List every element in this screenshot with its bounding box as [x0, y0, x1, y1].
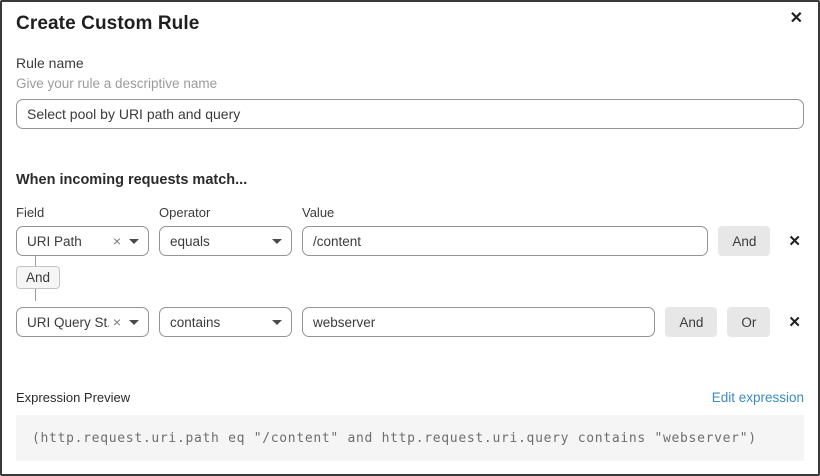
- field-column-label: Field: [16, 205, 45, 220]
- remove-row-icon[interactable]: ✕: [788, 313, 801, 331]
- clear-selection-icon[interactable]: ×: [112, 233, 121, 249]
- builder-column-labels: Field Operator Value: [16, 205, 804, 220]
- chevron-down-icon: [272, 319, 282, 325]
- edit-expression-link[interactable]: Edit expression: [711, 390, 804, 405]
- value-column-label: Value: [302, 205, 335, 220]
- operator-select[interactable]: equals: [159, 226, 292, 256]
- dialog-title: Create Custom Rule: [16, 13, 200, 34]
- builder-row: URI Query St... × contains And Or ✕: [16, 307, 804, 337]
- expression-code-block: (http.request.uri.path eq "/content" and…: [16, 415, 804, 461]
- field-select[interactable]: URI Query St... ×: [16, 307, 149, 337]
- close-icon[interactable]: ✕: [789, 10, 803, 27]
- expression-preview-label: Expression Preview: [16, 390, 131, 405]
- field-select-value: URI Query St...: [27, 314, 109, 330]
- rule-name-input[interactable]: [16, 99, 804, 129]
- field-select-value: URI Path: [27, 233, 82, 249]
- value-input[interactable]: [302, 307, 656, 337]
- expression-preview-header: Expression Preview Edit expression: [16, 390, 804, 405]
- rule-name-hint: Give your rule a descriptive name: [16, 76, 218, 91]
- value-input[interactable]: [302, 226, 709, 256]
- match-section-heading: When incoming requests match...: [16, 172, 248, 188]
- operator-select-value: contains: [170, 314, 221, 330]
- clear-selection-icon[interactable]: ×: [112, 314, 121, 330]
- operator-column-label: Operator: [159, 205, 211, 220]
- remove-row-icon[interactable]: ✕: [788, 232, 801, 250]
- rule-name-label: Rule name: [16, 55, 84, 71]
- operator-select[interactable]: contains: [159, 307, 292, 337]
- connector-and-badge: And: [16, 266, 61, 289]
- chevron-down-icon: [129, 238, 139, 244]
- chevron-down-icon: [129, 319, 139, 325]
- and-button[interactable]: And: [718, 226, 771, 256]
- row-connector: And: [16, 256, 804, 301]
- chevron-down-icon: [272, 238, 282, 244]
- operator-select-value: equals: [170, 233, 210, 249]
- or-button[interactable]: Or: [727, 307, 771, 337]
- field-select[interactable]: URI Path ×: [16, 226, 149, 256]
- and-button[interactable]: And: [665, 307, 718, 337]
- builder-row: URI Path × equals And ✕: [16, 226, 804, 256]
